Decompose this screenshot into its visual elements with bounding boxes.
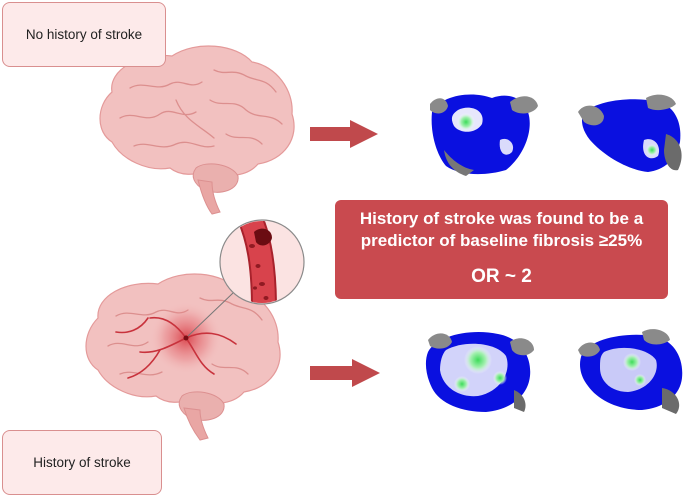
finding-box: History of stroke was found to be a pred…: [335, 200, 668, 299]
no-history-text: No history of stroke: [25, 27, 143, 42]
history-text: History of stroke: [33, 455, 131, 470]
odds-ratio: OR ~ 2: [471, 266, 532, 287]
blood-vessel-clot-icon: [219, 219, 305, 305]
atrium-map-icon: [430, 94, 538, 176]
right-arrow-icon: [310, 359, 380, 387]
no-history-label: No history of stroke: [2, 2, 166, 67]
atrium-map-icon: [578, 329, 683, 414]
right-arrow-icon: [310, 120, 378, 148]
history-label: History of stroke: [2, 430, 162, 495]
finding-line-2: predictor of baseline fibrosis ≥25%: [360, 231, 643, 250]
atrium-map-icon: [578, 94, 682, 172]
brain-icon: [99, 45, 295, 215]
stroke-brain-icon: [85, 273, 281, 441]
finding-line-1: History of stroke was found to be a: [359, 209, 644, 228]
atrium-map-icon: [425, 332, 534, 412]
